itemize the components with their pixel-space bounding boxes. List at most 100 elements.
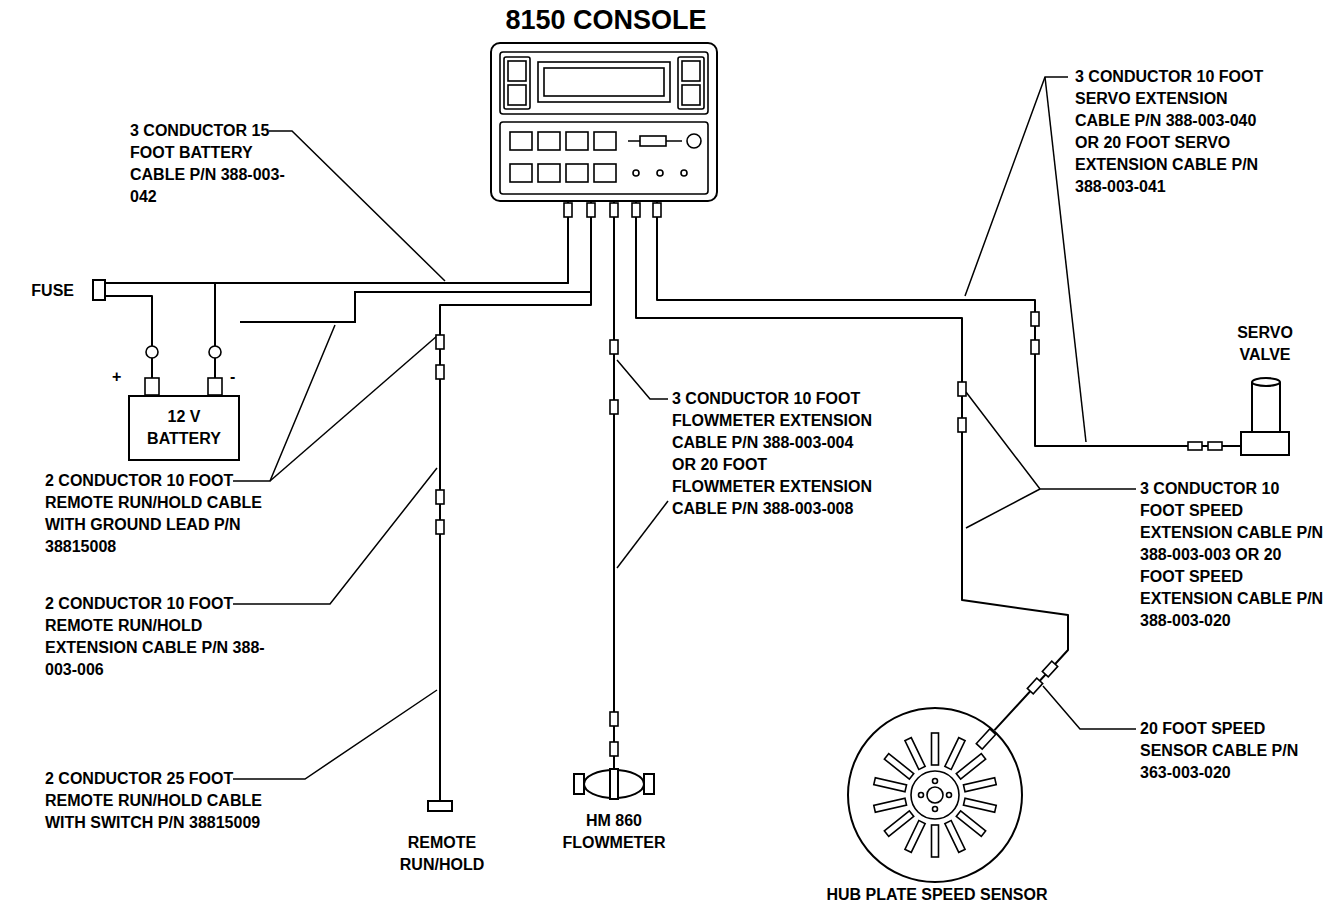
callout-box: 3 CONDUCTOR 10 FOOT SERVO EXTENSION CABL… [1075, 66, 1275, 198]
callout-text: 2 CONDUCTOR 10 FOOT REMOTE RUN/HOLD CABL… [45, 472, 262, 555]
callout-box: 3 CONDUCTOR 15 FOOT BATTERY CABLE P/N 38… [130, 120, 295, 208]
callout-box: 3 CONDUCTOR 10 FOOT SPEED EXTENSION CABL… [1140, 478, 1325, 632]
hub-plate-gear [874, 733, 996, 857]
battery-terminal [145, 378, 159, 395]
flowmeter-outline [574, 774, 584, 794]
console-details [682, 61, 700, 81]
hub-plate-gear [932, 825, 939, 857]
callout-box: 2 CONDUCTOR 10 FOOT REMOTE RUN/HOLD EXTE… [45, 593, 283, 681]
cable [613, 202, 615, 768]
connector-plug [564, 203, 572, 217]
battery-box: 12 V BATTERY [128, 395, 240, 461]
console-details [538, 62, 670, 102]
console-details [500, 122, 708, 194]
hub-plate-gear [956, 811, 985, 836]
connector-plug [610, 203, 618, 217]
node-label: 12 V BATTERY [142, 406, 226, 450]
leader-lines [240, 131, 445, 281]
console-details [594, 132, 616, 150]
console-details [678, 57, 704, 109]
flowmeter-outline [584, 770, 644, 798]
connector-plug [436, 335, 444, 349]
connector-plug [610, 712, 618, 726]
servo-valve: SERVO VALVE [1240, 372, 1290, 456]
connector-plug [1208, 442, 1222, 450]
hub-plate-gear [932, 733, 939, 765]
hub-plate-gear [933, 807, 938, 812]
battery-terminal [145, 346, 222, 395]
connector-plug [610, 742, 618, 756]
servo-valve-outline [1252, 382, 1280, 432]
connector-plug [976, 729, 995, 749]
cable [636, 202, 1068, 730]
connector-plug [1031, 312, 1039, 326]
connector-plug [1031, 340, 1039, 354]
console-details [594, 164, 616, 182]
console-details [538, 164, 560, 182]
hub-plate-gear [963, 778, 996, 792]
hub-plate-gear [956, 754, 985, 779]
fuse-box: FUSE [92, 279, 106, 301]
connector-plug [436, 490, 444, 504]
callout-text: - [230, 368, 235, 385]
connector-plug [1188, 442, 1202, 450]
node-label: HM 860 FLOWMETER [554, 810, 674, 854]
console-details [500, 52, 708, 114]
hub-plate-gear [945, 738, 965, 770]
hub-plate-gear [945, 821, 965, 853]
battery-terminal [209, 346, 221, 358]
node-label: HUB PLATE SPEED SENSOR [789, 885, 1085, 905]
connector-plug [958, 418, 966, 432]
flowmeter-outline [644, 774, 654, 794]
callout-text: 3 CONDUCTOR 10 FOOT FLOWMETER EXTENSION … [672, 390, 872, 517]
hub-plate-circle: HUB PLATE SPEED SENSOR [847, 707, 1023, 883]
leader-lines [966, 392, 1136, 489]
hub-plate-gear [905, 821, 925, 853]
cable [106, 202, 568, 283]
callout-text: + [112, 368, 121, 385]
callout-box: 20 FOOT SPEED SENSOR CABLE P/N 363-003-0… [1140, 718, 1325, 784]
callout-box: 2 CONDUCTOR 10 FOOT REMOTE RUN/HOLD CABL… [45, 470, 283, 558]
hub-plate-gear [884, 811, 913, 836]
leader-lines [1045, 77, 1086, 442]
hub-plate-gear [874, 798, 907, 812]
console-details [566, 132, 588, 150]
connector-plug [610, 340, 618, 354]
hub-plate-gear [919, 793, 924, 798]
console-details [538, 132, 560, 150]
console-details [682, 85, 700, 105]
console-details [510, 132, 532, 150]
leader-lines [966, 489, 1040, 528]
node-label: FUSE [31, 280, 74, 302]
flowmeter-outline [610, 769, 618, 799]
callout-box: - [230, 366, 250, 388]
connector-plug [436, 365, 444, 379]
connector-plug [436, 520, 444, 534]
battery-terminal [208, 378, 222, 395]
remote-switch: REMOTE RUN/HOLD [427, 800, 453, 812]
connector-plug [632, 203, 640, 217]
servo-valve-outline [1241, 432, 1289, 455]
callout-text: 20 FOOT SPEED SENSOR CABLE P/N 363-003-0… [1140, 720, 1298, 781]
console-box: 8150 CONSOLE [490, 42, 718, 202]
connector-plug [436, 203, 1222, 756]
callout-text: 2 CONDUCTOR 10 FOOT REMOTE RUN/HOLD EXTE… [45, 595, 265, 678]
cable [215, 202, 568, 395]
leader-lines [205, 77, 1136, 779]
console-details [508, 61, 526, 81]
console-details [633, 170, 639, 176]
leader-lines [205, 690, 437, 779]
hub-plate-gear [932, 733, 939, 765]
connector-plug [587, 203, 595, 217]
cable [657, 202, 1240, 446]
console-details [510, 164, 532, 182]
flowmeter: HM 860 FLOWMETER [572, 768, 656, 800]
servo-valve-outline [1252, 378, 1280, 386]
connector-plug [1027, 678, 1042, 694]
console-details [504, 57, 530, 109]
console-details [681, 170, 687, 176]
callout-text: 3 CONDUCTOR 10 FOOT SERVO EXTENSION CABL… [1075, 68, 1263, 195]
hub-plate-gear [874, 778, 907, 792]
node-label: SERVO VALVE [1220, 322, 1310, 366]
callout-text: 3 CONDUCTOR 15 FOOT BATTERY CABLE P/N 38… [130, 122, 285, 205]
